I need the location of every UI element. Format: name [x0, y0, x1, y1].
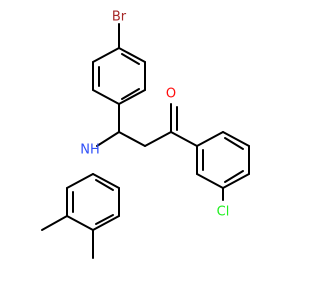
bond — [118, 131, 146, 147]
bond — [92, 89, 120, 105]
bond — [170, 131, 198, 147]
bond — [196, 131, 224, 147]
bond — [95, 179, 114, 191]
bond — [222, 173, 250, 189]
bond — [92, 47, 120, 63]
bond — [196, 173, 224, 189]
molecule-structure: Br O Cl NH — [41, 10, 250, 259]
bond — [92, 173, 120, 189]
atom-labels: Br O Cl NH — [80, 10, 229, 220]
structure-canvas: Br O Cl NH — [41, 10, 250, 259]
bond — [144, 131, 172, 147]
bond — [66, 215, 94, 231]
bond — [224, 137, 244, 150]
bond — [118, 47, 146, 63]
bond — [96, 131, 120, 147]
bond — [92, 215, 120, 231]
bond — [118, 89, 146, 105]
chlorine-label: Cl — [217, 205, 230, 220]
bond — [224, 170, 244, 183]
bond — [66, 173, 94, 189]
bond — [41, 215, 68, 231]
bond — [121, 88, 140, 100]
bonds — [41, 23, 250, 259]
bond — [121, 53, 140, 65]
bromine-label: Br — [112, 10, 127, 25]
oxygen-label: O — [166, 87, 176, 102]
amine-label: NH — [80, 143, 100, 158]
bond — [95, 214, 114, 225]
bond — [222, 131, 250, 147]
